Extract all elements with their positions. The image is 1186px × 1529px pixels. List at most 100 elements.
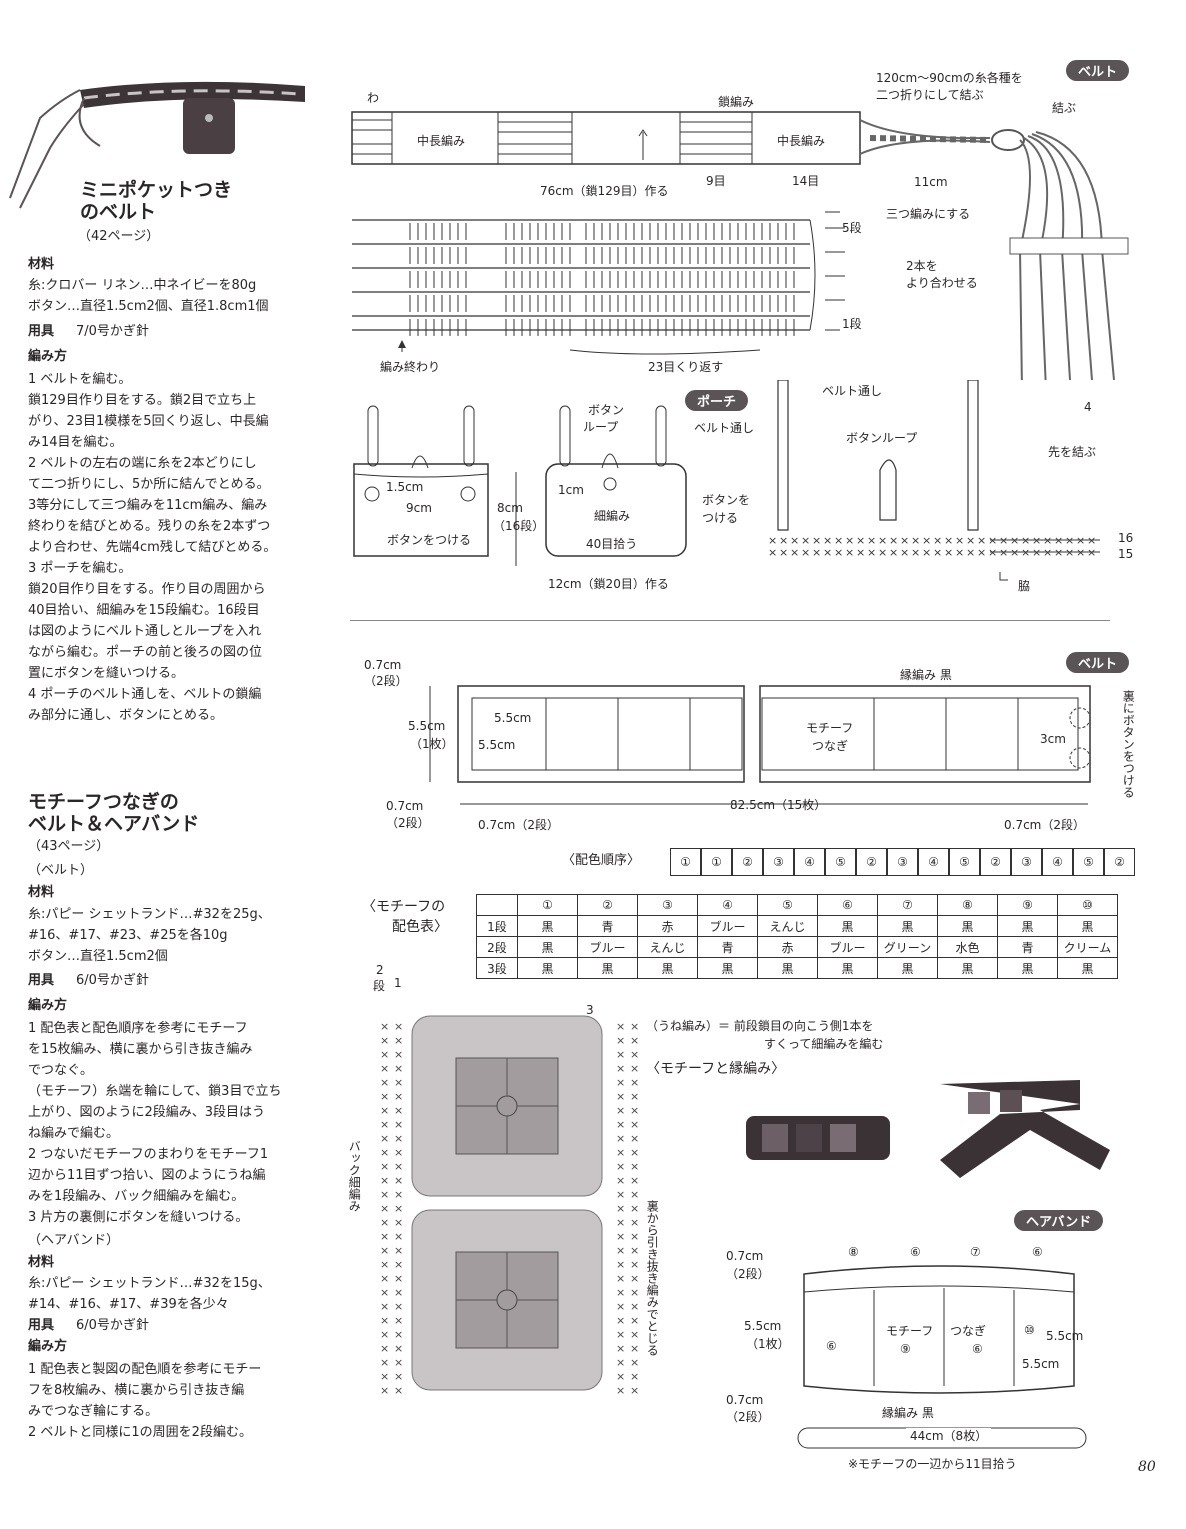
stitch-x: × [867, 546, 876, 559]
hairband-d55b: 5.5cm [1022, 1357, 1060, 1371]
color-table-label-2: 配色表〉 [392, 919, 448, 935]
motif-photos [746, 1080, 1110, 1178]
table-cell: 青 [997, 936, 1058, 958]
stitch-x: × [630, 1230, 639, 1243]
stitch-x: × [630, 1202, 639, 1215]
stitch-x: × [616, 1020, 625, 1033]
hairband-method-heading: 編み方 [28, 1339, 68, 1354]
belt1-chunaga-left: 中長編み [417, 134, 466, 148]
stitch-x: × [616, 1258, 625, 1271]
stitch-x: × [801, 534, 810, 547]
stitch-x: × [394, 1076, 403, 1089]
method-line: 40目拾い、細編みを15段編む。16段目 [28, 603, 260, 618]
pouch-btn-1: ボタンを [702, 493, 751, 507]
motif-unami-1: （うね編み）＝ 前段鎖目の向こう側1本を [646, 1019, 874, 1033]
method-line: は図のようにベルト通しとループを入れ [28, 624, 262, 639]
pouch-button-loop-2: ループ [583, 420, 619, 434]
stitch-x: × [911, 546, 920, 559]
table-cell: ⑩ [1057, 894, 1118, 916]
method-line: 終わりを結びとめる。残りの糸を2本ずつ [28, 519, 271, 534]
stitch-x: × [856, 546, 865, 559]
stitch-x: × [790, 546, 799, 559]
hairband-tsunagi: つなぎ [950, 1324, 987, 1338]
stitch-x: × [380, 1048, 389, 1061]
section2-tools: 6/0号かぎ針 [76, 973, 149, 988]
stitch-x: × [933, 546, 942, 559]
stitch-x: × [630, 1370, 639, 1383]
table-cell: ⑨ [997, 894, 1058, 916]
hairband-d55a: 5.5cm [1046, 1329, 1084, 1343]
stitch-x: × [380, 1118, 389, 1131]
stitch-x: × [394, 1048, 403, 1061]
method-line: 2 ベルトの左右の端に糸を2本どりにし [28, 456, 257, 471]
method-line: 鎖129目作り目をする。鎖2目で立ち上 [28, 393, 257, 408]
method-line: 4 ポーチのベルト通しを、ベルトの鎖編 [28, 687, 262, 702]
method-line: フを8枚編み、横に裏から引き抜き編 [28, 1383, 245, 1398]
section2-page-ref: （43ページ） [28, 839, 110, 854]
stitch-x: × [394, 1356, 403, 1369]
stitch-x: × [616, 1384, 625, 1397]
belt1-four: 4 [1084, 400, 1092, 414]
color-order-cell: ② [732, 848, 763, 876]
stitch-x: × [955, 546, 964, 559]
stitch-x: × [616, 1188, 625, 1201]
method-line: みを1段編み、バック細編みを編む。 [28, 1189, 245, 1204]
stitch-x: × [380, 1342, 389, 1355]
color-order-cell: ⑤ [1073, 848, 1104, 876]
stitch-x: × [394, 1258, 403, 1271]
color-order-label: 〈配色順序〉 [562, 853, 641, 868]
belt2-total: 82.5cm（15枚） [730, 798, 827, 812]
table-cell: 青 [697, 936, 758, 958]
stitch-x: × [616, 1076, 625, 1089]
hairband-bot-07: 0.7cm [726, 1393, 764, 1407]
method-line: 2 つないだモチーフのまわりをモチーフ1 [28, 1147, 269, 1162]
stitch-x: × [394, 1188, 403, 1201]
section-divider [350, 620, 1110, 621]
table-cell: 黒 [817, 915, 878, 937]
color-order-cell: ⑤ [825, 848, 856, 876]
pouch-btn-left: ボタンをつける [387, 533, 472, 547]
hairband-total: 44cm（8枚） [906, 1428, 992, 1445]
stitch-x: × [616, 1272, 625, 1285]
color-order-cell: ③ [1011, 848, 1042, 876]
stitch-x: × [630, 1188, 639, 1201]
pouch-pill: ポーチ [685, 390, 749, 411]
pouch-h16: （16段） [493, 519, 545, 533]
table-cell: ② [577, 894, 638, 916]
belt2-in-55a: 5.5cm [494, 711, 532, 725]
table-cell: ⑤ [757, 894, 818, 916]
table-cell: クリーム [1057, 936, 1118, 958]
stitch-x: × [380, 1020, 389, 1033]
section2-material-0: 糸:パピー シェットランド…#32を25g、 [28, 907, 271, 922]
stitch-x: × [380, 1160, 389, 1173]
stitch-x: × [616, 1314, 625, 1327]
stitch-x: × [380, 1300, 389, 1313]
section1-tools: 7/0号かぎ針 [76, 324, 149, 339]
section2-material-1: #16、#17、#23、#25を各10g [28, 928, 228, 943]
method-line: がり、23目1模様を5回くり返し、中長編 [28, 414, 269, 429]
stitch-x: × [630, 1272, 639, 1285]
table-cell: ⑧ [937, 894, 998, 916]
stitch-x: × [922, 546, 931, 559]
hairband-top-07: 0.7cm [726, 1249, 764, 1263]
hairband-c6: ⑥ [826, 1339, 837, 1353]
belt-photo [9, 81, 305, 209]
section1-method-heading: 編み方 [28, 349, 68, 364]
color-order-cell: ③ [887, 848, 918, 876]
stitch-x: × [616, 1034, 625, 1047]
stitch-x: × [616, 1160, 625, 1173]
belt2-in-55b: 5.5cm [478, 738, 516, 752]
color-order-cell: ② [980, 848, 1011, 876]
color-order-cell: ② [1104, 848, 1135, 876]
stitch-x: × [900, 546, 909, 559]
section1-materials-heading: 材料 [28, 257, 55, 272]
stitch-x: × [630, 1146, 639, 1159]
stitch-x: × [380, 1286, 389, 1299]
stitch-x: × [394, 1146, 403, 1159]
belt1-amiowari: 編み終わり [380, 360, 441, 374]
pouch-d9: 9cm [406, 501, 432, 515]
stitch-x: × [616, 1370, 625, 1383]
hairband-top-num: ⑦ [970, 1245, 981, 1259]
motif-three: 3 [586, 1003, 594, 1017]
pouch-r15: 15 [1118, 547, 1134, 561]
